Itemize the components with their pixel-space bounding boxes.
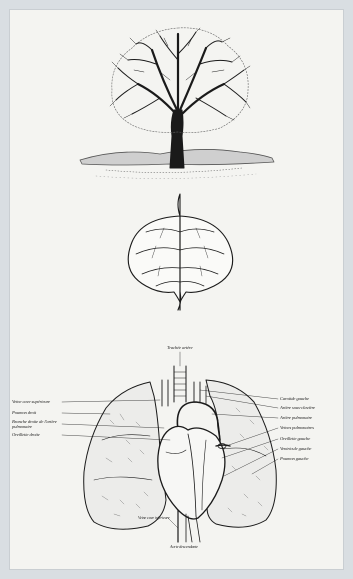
label-left-carotid: Carotide gauche [280,396,309,401]
label-pulmonary-veins: Veines pulmonaires [280,425,314,430]
label-left-lung: Poumon gauche [280,456,308,461]
figure-page: Trachée artère Veine cave supérieure Pou… [10,10,343,569]
illustration [10,10,343,569]
label-left-ventricle: Ventricule gauche [280,446,311,451]
label-trachea: Trachée artère [167,345,193,350]
label-inferior-vena-cava: Veine cave inférieure [138,515,170,520]
label-descending-aorta: Aorte descendante [170,544,198,549]
lungs-heart-illustration [62,352,278,542]
label-subclavian-artery: Artère sous-clavière [280,405,315,410]
label-superior-vena-cava: Veine cave supérieure [12,399,62,404]
leaf-illustration [128,194,232,310]
label-left-atrium: Oreillette gauche [280,436,310,441]
label-pulmonary-artery: Artère pulmonaire [280,415,312,420]
label-right-atrium: Oreillette droite [12,432,62,437]
label-right-lung: Poumon droit [12,410,62,415]
label-right-pulmonary-artery-branch: Branche droite de l'artère pulmonaire [12,419,62,429]
tree-illustration [80,28,274,179]
